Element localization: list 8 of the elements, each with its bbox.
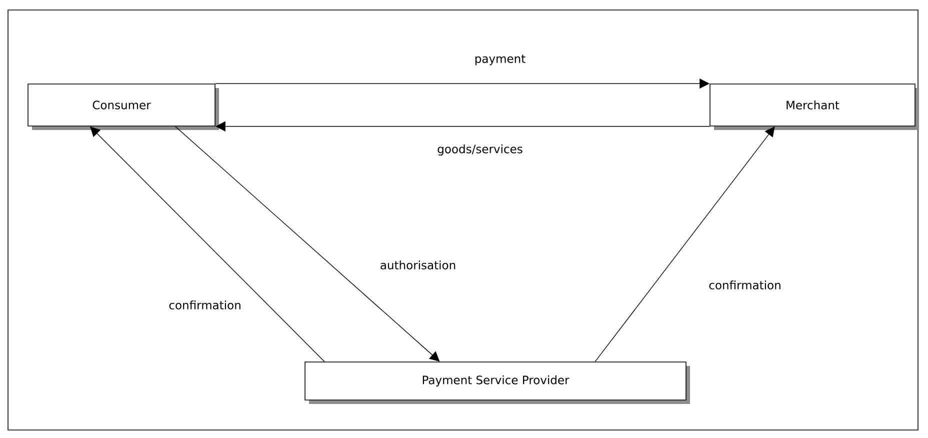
edge-label: confirmation xyxy=(708,280,782,290)
process-box: Consumer xyxy=(28,84,219,130)
edge-label: goods/services xyxy=(436,143,524,157)
edge-label: authorisation xyxy=(378,260,458,270)
process-box: Payment Service Provider xyxy=(304,362,690,404)
process-box: Merchant xyxy=(710,84,919,130)
edge-label: payment xyxy=(473,54,527,66)
edge-label: confirmation xyxy=(168,300,242,310)
